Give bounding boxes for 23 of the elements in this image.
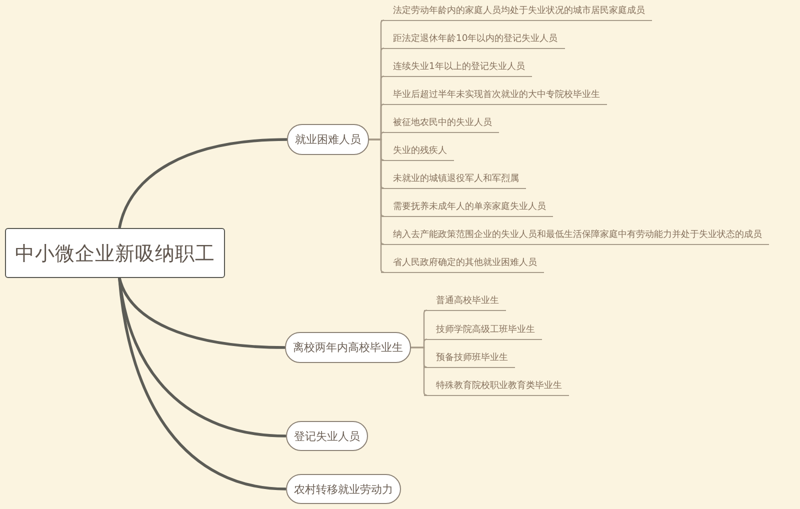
underlined-subtopic: 未就业的城镇退役军人和军烈属 xyxy=(381,172,526,189)
underlined-subtopic: 法定劳动年龄内的家庭人员均处于失业状况的城市居民家庭成员 xyxy=(381,4,652,21)
branch-topic-box: 农村转移就业劳动力 xyxy=(286,474,401,504)
underlined-subtopic: 技师学院高级工班毕业生 xyxy=(424,322,542,340)
underlined-subtopic: 普通高校毕业生 xyxy=(424,294,506,311)
elbow-connector xyxy=(411,346,428,396)
underlined-subtopic: 失业的残疾人 xyxy=(381,144,454,161)
central-topic-box: 中小微企业新吸纳职工 xyxy=(5,228,225,278)
curved-connector xyxy=(118,138,288,228)
underlined-subtopic: 连续失业1年以上的登记失业人员 xyxy=(381,60,532,77)
underlined-subtopic: 预备技师班毕业生 xyxy=(424,350,515,368)
branch-topic-box: 就业困难人员 xyxy=(287,124,369,155)
underlined-subtopic: 纳入去产能政策范围企业的失业人员和最低生活保障家庭中有劳动能力并处于失业状态的成员 xyxy=(381,228,769,245)
underlined-subtopic: 特殊教育院校职业教育类毕业生 xyxy=(424,378,569,396)
underlined-subtopic: 毕业后超过半年未实现首次就业的大中专院校毕业生 xyxy=(381,88,607,105)
curved-connector xyxy=(118,278,286,349)
underlined-subtopic: 省人民政府确定的其他就业困难人员 xyxy=(381,256,544,273)
curved-connector xyxy=(118,278,286,490)
underlined-subtopic: 距法定退休年龄10年以内的登记失业人员 xyxy=(381,32,565,49)
branch-topic-box: 登记失业人员 xyxy=(286,421,368,451)
underlined-subtopic: 需要抚养未成年人的单亲家庭失业人员 xyxy=(381,200,553,217)
branch-topic-box: 离校两年内高校毕业生 xyxy=(285,332,411,363)
underlined-subtopic: 被征地农民中的失业人员 xyxy=(381,116,499,133)
